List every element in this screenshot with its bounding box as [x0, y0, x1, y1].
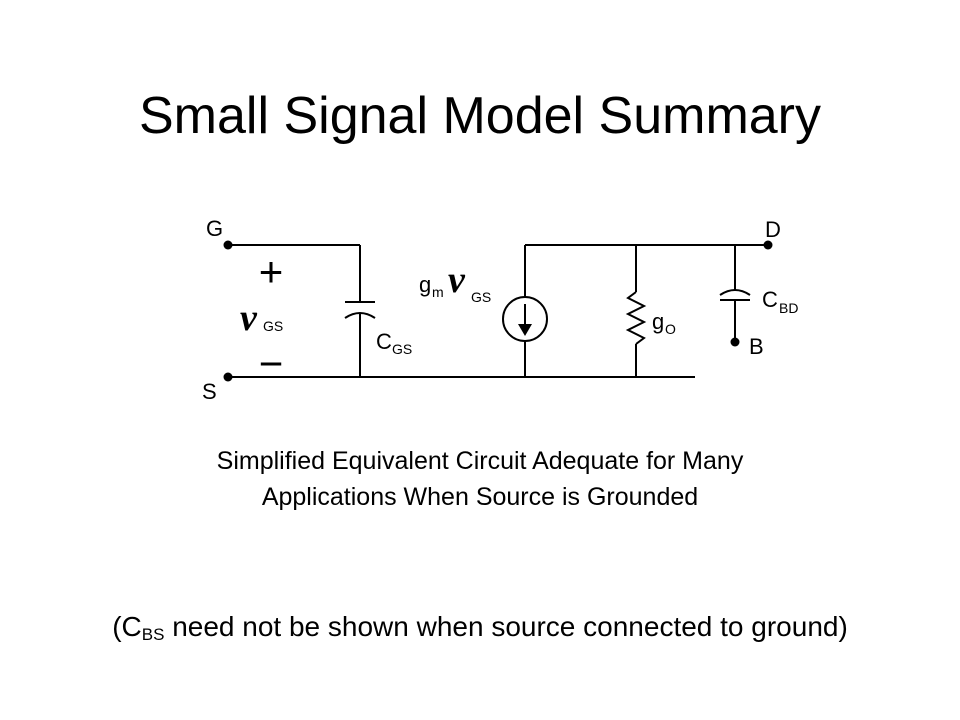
bulk-terminal-dot: [730, 337, 740, 347]
cbd-base: C: [762, 287, 778, 312]
plus-sign: +: [259, 248, 284, 295]
source-terminal-dot: [223, 372, 233, 382]
drain-label: D: [765, 217, 781, 242]
caption-line-2: Applications When Source is Grounded: [261, 483, 699, 511]
vgs-symbol: v: [240, 297, 258, 339]
vgs-subscript: GS: [263, 318, 283, 334]
minus-sign: −: [259, 340, 284, 387]
slide-title: Small Signal Model Summary: [138, 87, 822, 145]
cbs-note: (CBS need not be shown when source conne…: [0, 610, 960, 644]
note-subscript: BS: [141, 625, 165, 644]
gate-terminal-dot: [223, 240, 233, 250]
caption-line-1: Simplified Equivalent Circuit Adequate f…: [216, 447, 744, 475]
drain-terminal-dot: [763, 240, 773, 250]
go-base: g: [652, 309, 664, 334]
gate-label: G: [206, 216, 223, 241]
go-resistor-zigzag: [625, 291, 647, 345]
note-rest: need not be shown when source connected …: [164, 611, 848, 642]
current-source-arrowhead: [518, 324, 532, 336]
cgs-base: C: [376, 329, 392, 354]
go-subscript: O: [665, 321, 676, 337]
circuit-caption: Simplified Equivalent Circuit Adequate f…: [0, 443, 960, 515]
note-open: (C: [112, 611, 142, 642]
gm-base: g: [419, 272, 431, 297]
gm-vgs-symbol: v: [448, 259, 466, 301]
cbd-plate-top: [719, 289, 751, 296]
cbd-subscript: BD: [779, 300, 798, 316]
gm-vgs-subscript: GS: [471, 289, 491, 305]
cgs-subscript: GS: [392, 341, 412, 357]
bulk-label: B: [749, 334, 764, 359]
gm-subscript: m: [432, 284, 444, 300]
source-label: S: [202, 379, 217, 404]
